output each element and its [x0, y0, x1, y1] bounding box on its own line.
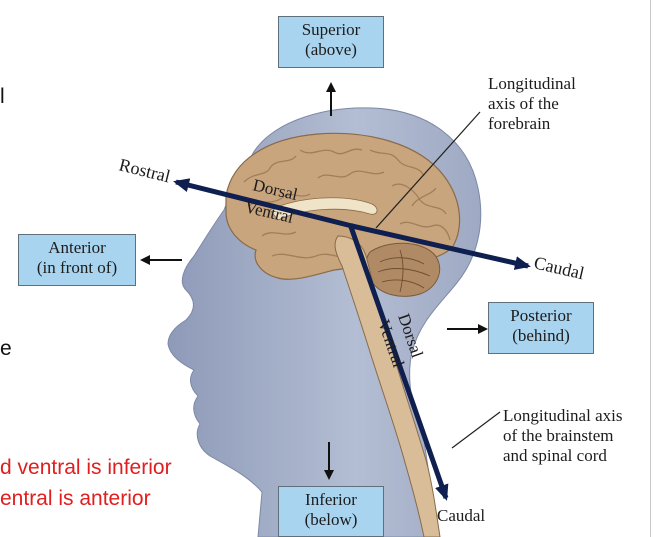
cerebellum-folia	[377, 249, 431, 293]
slide-text-fragment-top: l	[0, 85, 5, 108]
caudal-right-label: Caudal	[532, 252, 586, 283]
brainstem-callout-line-1: Longitudinal axis	[503, 406, 623, 425]
brainstem-axis-callout: Longitudinal axis of the brainstem and s…	[503, 406, 622, 466]
forebrain-callout-line	[375, 111, 481, 229]
posterior-gloss: (behind)	[512, 326, 570, 345]
forebrain-axis-caudal-arrow	[351, 223, 531, 270]
forebrain-callout-line-2: axis of the	[488, 94, 559, 113]
inferior-term: Inferior	[305, 490, 357, 509]
rostral-label: Rostral	[117, 154, 172, 186]
forebrain-axis-callout: Longitudinal axis of the forebrain	[488, 74, 576, 134]
superior-gloss: (above)	[305, 40, 357, 59]
inferior-gloss: (below)	[304, 510, 358, 529]
anterior-term: Anterior	[48, 238, 106, 257]
red-note-line-1: d ventral is inferior	[0, 456, 172, 479]
posterior-box: Posterior (behind)	[488, 302, 594, 354]
red-note-line-2: entral is anterior	[0, 487, 151, 510]
brainstem-callout-line-2: of the brainstem	[503, 426, 614, 445]
brainstem-axis-arrow	[347, 223, 449, 501]
anterior-box: Anterior (in front of)	[18, 234, 136, 286]
anterior-gloss: (in front of)	[36, 258, 118, 277]
slide-text-fragment-mid: e	[0, 337, 12, 360]
inferior-box: Inferior (below)	[278, 486, 384, 537]
forebrain-axis-rostral-arrow	[173, 178, 353, 229]
caudal-bottom-label: Caudal	[437, 506, 486, 525]
slide-edge	[650, 0, 651, 537]
forebrain-callout-line-1: Longitudinal	[488, 74, 576, 93]
superior-box: Superior (above)	[278, 16, 384, 68]
forebrain-callout-line-3: forebrain	[488, 114, 551, 133]
brainstem-callout-line	[451, 411, 501, 449]
superior-term: Superior	[301, 20, 361, 39]
corpus-callosum	[269, 197, 378, 221]
posterior-term: Posterior	[510, 306, 572, 325]
brainstem-callout-line-3: and spinal cord	[503, 446, 607, 465]
